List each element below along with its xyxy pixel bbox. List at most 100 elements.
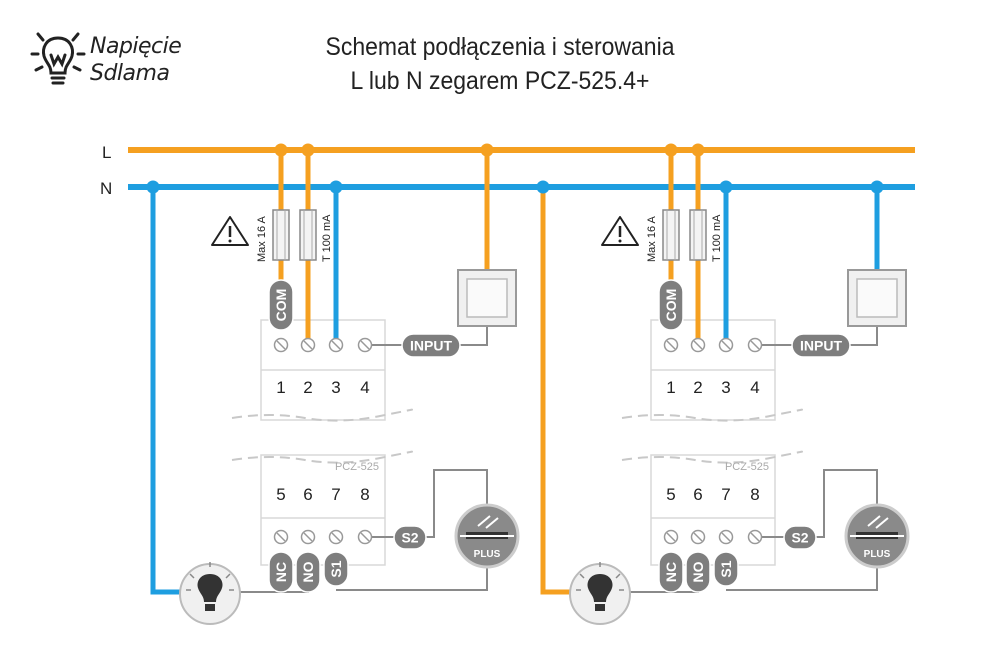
screw-terminal-top-1: [663, 337, 679, 353]
s2-sensor-wire: [816, 469, 878, 538]
terminal-number: 5: [666, 485, 675, 504]
no-pill: NO: [685, 551, 711, 593]
lamp-icon: [569, 562, 631, 625]
s1-pill: S1: [713, 551, 739, 587]
screw-terminal-bottom-1: [663, 529, 679, 545]
warning-icon: [211, 216, 249, 246]
lamp-live-wire: [540, 187, 570, 595]
logo: Napięcie Sdlama: [28, 28, 218, 98]
screw-terminal-bottom-2: [690, 529, 706, 545]
s1-pill: S1: [323, 551, 349, 587]
screw-terminal-bottom-1: [273, 529, 289, 545]
screw-terminal-top-3: [718, 337, 734, 353]
terminal-number: 2: [693, 378, 702, 397]
s1-sensor-wire: [336, 565, 488, 591]
screw-terminal-bottom-2: [300, 529, 316, 545]
terminal-number: 1: [666, 378, 675, 397]
terminal-number: 3: [721, 378, 730, 397]
s1-pill-text: S1: [718, 560, 734, 577]
no-pill: NO: [295, 551, 321, 593]
junction-dot: [329, 180, 343, 194]
fuse-com-label: Max 16 A: [256, 215, 268, 262]
sensor-label: PLUS: [864, 549, 891, 560]
screw-terminal-top-2: [690, 337, 706, 353]
junction-dot: [146, 180, 160, 194]
l-bus-label: L: [102, 143, 111, 162]
input-switch-wire: [850, 325, 878, 346]
com-pill: COM: [268, 279, 294, 331]
title-line2: L lub N zegarem PCZ-525.4+: [350, 67, 650, 95]
terminal-number: 8: [360, 485, 369, 504]
screw-terminal-bottom-3: [718, 529, 734, 545]
terminal-number: 8: [750, 485, 759, 504]
fuse-supply-label: T 100 mA: [321, 214, 333, 262]
input-pill-text: INPUT: [410, 338, 452, 354]
fuse-supply: [299, 209, 317, 261]
input-pill: INPUT: [401, 333, 461, 358]
junction-dot: [719, 180, 733, 194]
screw-terminal-top-3: [328, 337, 344, 353]
s1-pill-text: S1: [328, 560, 344, 577]
terminal-number: 5: [276, 485, 285, 504]
nc-pill-text: NC: [663, 562, 679, 582]
lightbulb-logo-icon: [30, 32, 86, 85]
s2-sensor-wire: [426, 469, 488, 538]
com-pill-text: COM: [273, 289, 289, 322]
wall-switch-icon: [457, 269, 517, 327]
title-line1: Schemat podłączenia i sterowania: [325, 33, 675, 61]
nc-pill-text: NC: [273, 562, 289, 582]
break-line: [231, 450, 413, 464]
s1-sensor-wire: [726, 565, 878, 591]
logo-text-line1: Napięcie: [90, 34, 182, 59]
input-pill-text: INPUT: [800, 338, 842, 354]
com-pill-text: COM: [663, 289, 679, 322]
terminal-number: 7: [721, 485, 730, 504]
lamp-icon: [179, 562, 241, 625]
no-pill-text: NO: [690, 561, 706, 582]
lamp-neutral-wire: [150, 187, 180, 595]
terminal-number: 4: [750, 378, 759, 397]
junction-dot: [691, 143, 705, 157]
screw-terminal-bottom-4: [357, 529, 373, 545]
device-lower-body: [260, 454, 386, 566]
s2-pill-text: S2: [791, 530, 808, 546]
wall-switch-icon: [847, 269, 907, 327]
screw-terminal-bottom-4: [747, 529, 763, 545]
break-line: [621, 450, 803, 464]
nc-pill: NC: [268, 551, 294, 593]
com-pill: COM: [658, 279, 684, 331]
junction-dot: [870, 180, 884, 194]
terminal-number: 1: [276, 378, 285, 397]
s2-pill: S2: [393, 525, 427, 550]
screw-terminal-bottom-3: [328, 529, 344, 545]
s2-pill-text: S2: [401, 530, 418, 546]
s2-pill: S2: [783, 525, 817, 550]
input-switch-wire: [460, 325, 488, 346]
break-line: [621, 408, 803, 422]
light-sensor-icon: PLUS: [454, 503, 520, 569]
fuse-supply: [689, 209, 707, 261]
n-bus-label: N: [100, 179, 112, 198]
fuse-com: [662, 209, 680, 261]
screw-terminal-top-2: [300, 337, 316, 353]
no-pill-text: NO: [300, 561, 316, 582]
terminal-number: 2: [303, 378, 312, 397]
nc-pill: NC: [658, 551, 684, 593]
warning-icon: [601, 216, 639, 246]
device-lower-body: [650, 454, 776, 566]
junction-dot: [536, 180, 550, 194]
screw-terminal-top-4: [357, 337, 373, 353]
page-title: Schemat podłączenia i sterowania L lub N…: [224, 30, 776, 98]
screw-terminal-top-1: [273, 337, 289, 353]
terminal-number: 6: [303, 485, 312, 504]
logo-text-line2: Sdlama: [90, 61, 170, 86]
terminal-number: 4: [360, 378, 369, 397]
break-line: [231, 408, 413, 422]
sensor-label: PLUS: [474, 549, 501, 560]
model-label: PCZ-525: [335, 461, 379, 473]
junction-dot: [480, 143, 494, 157]
fuse-supply-label: T 100 mA: [711, 214, 723, 262]
terminal-number: 6: [693, 485, 702, 504]
